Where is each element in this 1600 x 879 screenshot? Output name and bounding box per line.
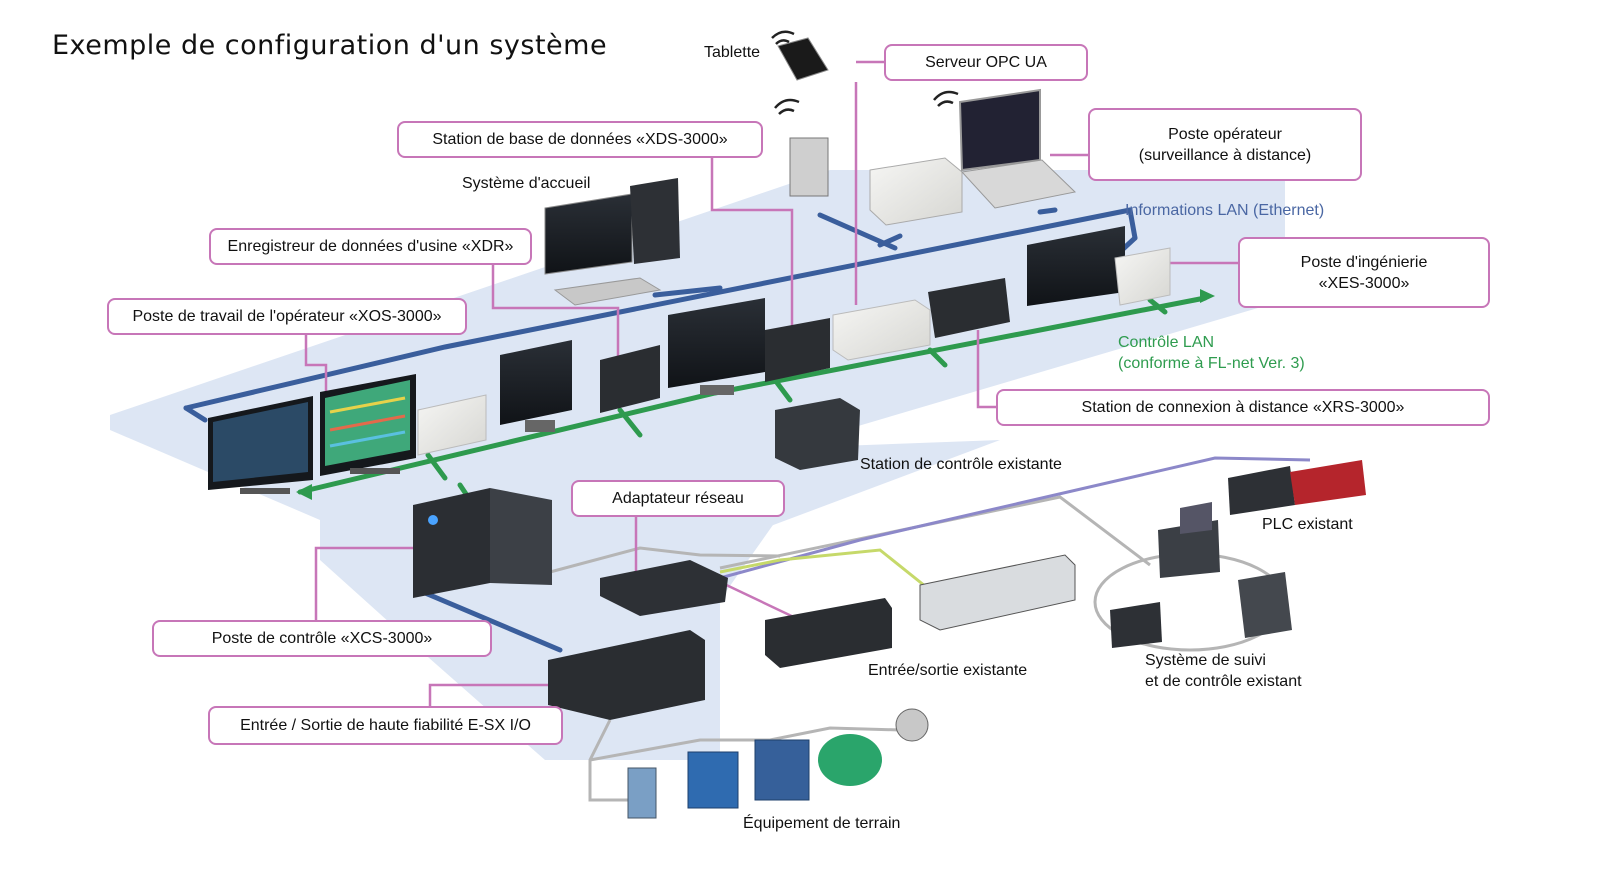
network-adapter	[600, 560, 728, 616]
callout-adaptateur-reseau: Adaptateur réseau	[571, 480, 785, 517]
callout-enregistreur-xdr: Enregistreur de données d'usine «XDR»	[209, 228, 532, 265]
callout-station-connexion-distance: Station de connexion à distance «XRS-300…	[996, 389, 1490, 426]
monitoring-system	[1110, 502, 1292, 648]
page-title: Exemple de configuration d'un système	[52, 30, 608, 61]
callout-entree-sortie-esx: Entrée / Sortie de haute fiabilité E-SX …	[208, 706, 563, 745]
poste-ingenierie-line1: Poste d'ingénierie	[1300, 253, 1428, 271]
wireless-ap	[789, 137, 829, 197]
cable-pink	[719, 580, 801, 622]
controle-lan-arrow-left	[296, 484, 312, 500]
label-systeme-suivi-1: Système de suivi	[1145, 652, 1266, 669]
tablet	[777, 37, 829, 81]
callout-poste-operateur: Poste opérateur (surveillance à distance…	[1088, 108, 1362, 181]
label-controle-lan-2: (conforme à FL-net Ver. 3)	[1118, 355, 1305, 372]
host-system	[544, 178, 680, 306]
laptop	[958, 88, 1077, 209]
callout-poste-controle-xcs: Poste de contrôle «XCS-3000»	[152, 620, 492, 657]
label-plc-existant: PLC existant	[1262, 516, 1353, 533]
wifi-icon	[771, 30, 959, 115]
existing-plc	[1228, 460, 1366, 515]
printer	[869, 157, 963, 226]
existing-control-station	[775, 398, 860, 470]
xcs-control-station	[413, 488, 552, 598]
poste-operateur-line1: Poste opérateur	[1168, 125, 1282, 143]
label-entree-sortie-existante: Entrée/sortie existante	[868, 662, 1028, 679]
poste-operateur-line2: (surveillance à distance)	[1138, 146, 1312, 164]
esx-io	[548, 630, 705, 720]
terminal-block	[919, 554, 1076, 631]
field-equipment	[627, 708, 929, 819]
controle-lan-arrow-right	[1200, 289, 1215, 303]
label-systeme-accueil: Système d'accueil	[462, 175, 591, 192]
operator-workstation	[208, 374, 487, 494]
poste-ingenierie-line2: «XES-3000»	[1318, 274, 1410, 292]
callout-poste-travail-operateur: Poste de travail de l'opérateur «XOS-300…	[107, 298, 467, 335]
cable-yellow	[719, 548, 931, 592]
callout-station-base-donnees: Station de base de données «XDS-3000»	[397, 121, 763, 158]
callout-poste-ingenierie: Poste d'ingénierie «XES-3000»	[1238, 237, 1490, 308]
xdr-workstation	[500, 340, 660, 432]
label-tablette: Tablette	[704, 44, 761, 61]
label-equipement-terrain: Équipement de terrain	[743, 815, 901, 832]
xes-workstation	[1027, 226, 1171, 306]
label-systeme-suivi-2: et de contrôle existant	[1145, 673, 1302, 690]
callout-serveur-opc-ua: Serveur OPC UA	[884, 44, 1088, 81]
xrs-station	[928, 278, 1010, 338]
opc-server	[832, 299, 931, 361]
xds-workstation	[668, 298, 830, 395]
label-station-controle-existante: Station de contrôle existante	[860, 456, 1062, 473]
label-informations-lan: Informations LAN (Ethernet)	[1125, 202, 1325, 219]
existing-io	[765, 598, 892, 668]
info-lan-lines	[183, 207, 1138, 653]
label-controle-lan-1: Contrôle LAN	[1118, 334, 1215, 351]
